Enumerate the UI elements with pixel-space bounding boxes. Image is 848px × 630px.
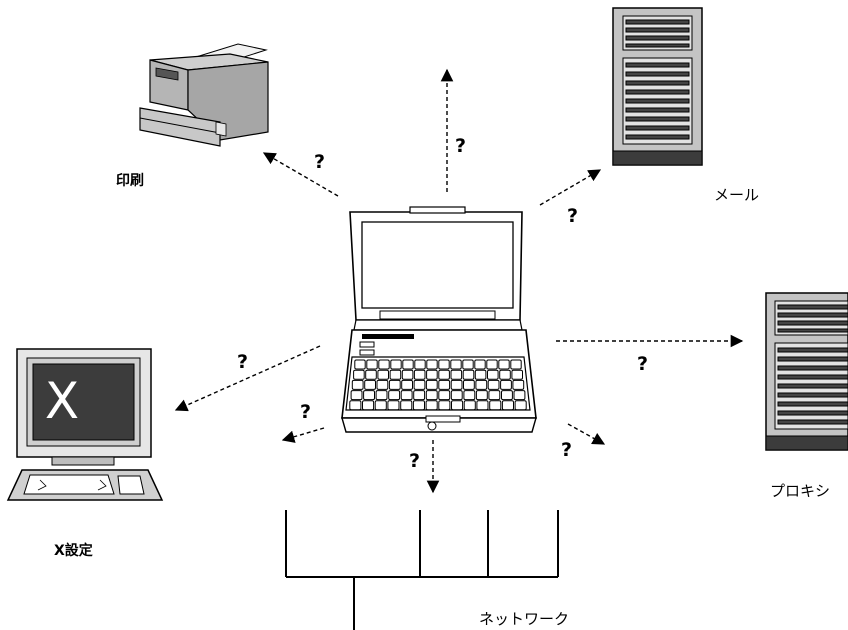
question-marks: ? ? ? ? ? ? ? ? xyxy=(237,135,648,472)
keyboard-key xyxy=(463,379,475,390)
keyboard-key xyxy=(487,379,500,390)
keyboard-key xyxy=(486,359,498,370)
keyboard-key xyxy=(450,369,463,380)
proxy-label: プロキシ xyxy=(770,482,830,500)
arrow-to-printer xyxy=(262,152,339,197)
keyboard-key xyxy=(500,379,512,390)
keyboard-key xyxy=(462,369,475,380)
keyboard-key xyxy=(463,400,476,411)
keyboard-key xyxy=(351,379,364,390)
x-screen-glyph: X xyxy=(45,372,79,430)
network-bus xyxy=(285,510,559,630)
keyboard-key xyxy=(378,359,390,370)
keyboard-key xyxy=(413,390,426,401)
question-mark: ? xyxy=(237,351,248,373)
keyboard-key xyxy=(475,390,488,401)
keyboard-key xyxy=(414,359,426,370)
keyboard-key xyxy=(413,369,426,380)
keyboard-key xyxy=(514,400,527,411)
connection-arrows xyxy=(174,68,744,494)
keyboard-key xyxy=(402,359,414,370)
keyboard-key xyxy=(438,400,451,411)
keyboard-key xyxy=(462,359,474,370)
keyboard-key xyxy=(438,369,450,380)
printer-icon xyxy=(139,43,269,147)
arrow-down-left xyxy=(281,427,325,443)
xconfig-label: X設定 xyxy=(54,542,93,559)
keyboard-key xyxy=(450,379,463,390)
keyboard-key xyxy=(450,390,463,401)
keyboard-key xyxy=(374,400,387,411)
keyboard-key xyxy=(438,379,451,390)
mail-label: メール xyxy=(714,186,759,204)
keyboard-key xyxy=(501,400,514,411)
workstation-icon: X xyxy=(6,348,164,501)
keyboard-key xyxy=(511,369,523,380)
keyboard-key xyxy=(390,359,402,370)
keyboard-key xyxy=(363,390,376,401)
keyboard-key xyxy=(401,369,414,380)
keyboard-key xyxy=(366,359,378,370)
proxy-server-icon xyxy=(765,292,848,451)
keyboard-key xyxy=(400,390,413,401)
keyboard-key xyxy=(376,379,389,390)
question-mark: ? xyxy=(409,450,420,472)
keyboard-key xyxy=(425,379,438,390)
keyboard-key xyxy=(451,400,464,411)
keyboard-key xyxy=(353,369,365,380)
question-mark: ? xyxy=(314,151,325,173)
keyboard-key xyxy=(349,400,362,411)
keyboard-key xyxy=(400,400,413,411)
keyboard-key xyxy=(387,400,400,411)
keyboard-key xyxy=(474,359,486,370)
keyboard-key xyxy=(474,369,487,380)
keyboard-key xyxy=(401,379,414,390)
question-mark: ? xyxy=(567,205,578,227)
keyboard-key xyxy=(413,379,426,390)
keyboard-key xyxy=(438,359,450,370)
keyboard-key xyxy=(487,369,499,380)
keyboard-key xyxy=(389,369,402,380)
printer-label: 印刷 xyxy=(116,172,144,189)
keyboard-key xyxy=(426,359,438,370)
question-mark: ? xyxy=(455,135,466,157)
laptop-keyboard xyxy=(349,359,527,411)
keyboard-key xyxy=(498,359,510,370)
keyboard-key xyxy=(388,390,401,401)
keyboard-key xyxy=(375,390,388,401)
keyboard-key xyxy=(501,390,513,401)
keyboard-key xyxy=(354,359,366,370)
keyboard-key xyxy=(425,400,438,411)
keyboard-key xyxy=(425,390,438,401)
network-label: ネットワーク xyxy=(479,610,569,628)
keyboard-key xyxy=(475,379,488,390)
keyboard-key xyxy=(426,369,438,380)
keyboard-key xyxy=(362,400,375,411)
keyboard-key xyxy=(365,369,377,380)
keyboard-key xyxy=(377,369,389,380)
arrow-to-workstation xyxy=(174,345,321,412)
keyboard-key xyxy=(488,390,501,401)
keyboard-key xyxy=(438,390,451,401)
question-mark: ? xyxy=(561,439,572,461)
keyboard-key xyxy=(513,390,526,401)
arrow-down-right xyxy=(567,423,606,445)
laptop-icon xyxy=(341,206,537,433)
question-mark: ? xyxy=(300,401,311,423)
keyboard-key xyxy=(412,400,425,411)
keyboard-key xyxy=(476,400,489,411)
keyboard-key xyxy=(364,379,377,390)
mail-server-icon xyxy=(612,7,703,166)
keyboard-key xyxy=(510,359,522,370)
keyboard-key xyxy=(450,359,462,370)
keyboard-key xyxy=(512,379,525,390)
keyboard-key xyxy=(489,400,502,411)
keyboard-key xyxy=(499,369,511,380)
arrow-to-mail xyxy=(539,169,602,206)
keyboard-key xyxy=(350,390,363,401)
keyboard-key xyxy=(463,390,476,401)
question-mark: ? xyxy=(637,353,648,375)
keyboard-key xyxy=(388,379,401,390)
